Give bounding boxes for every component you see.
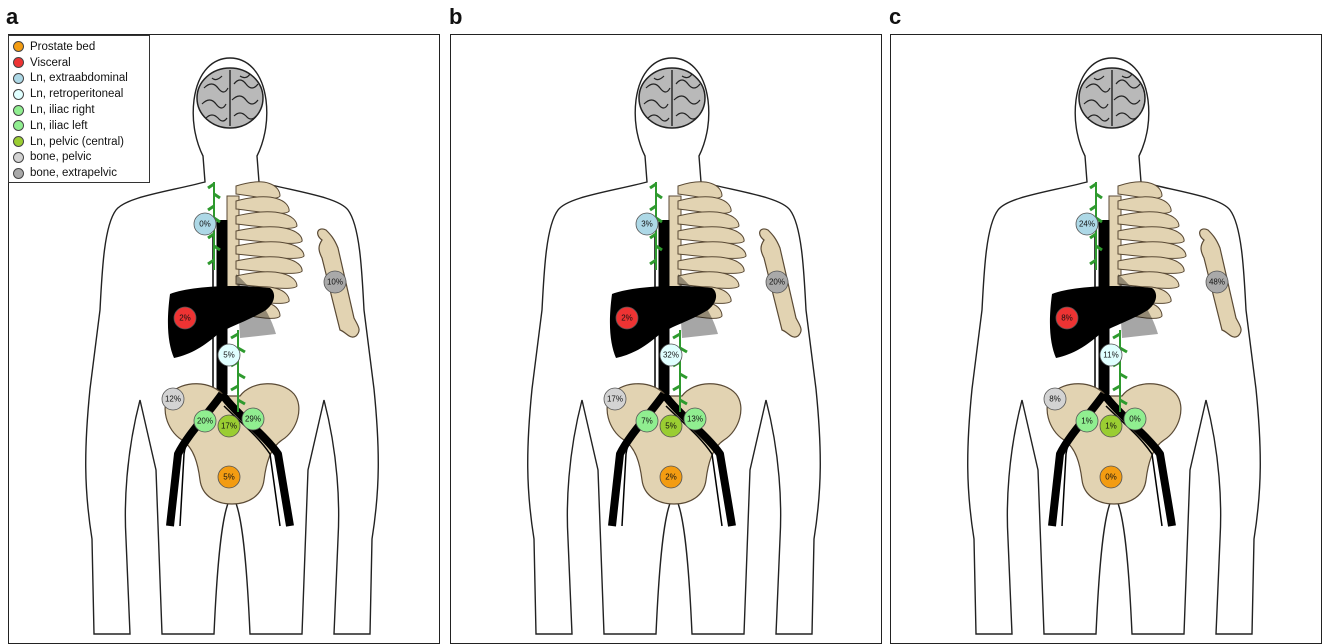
panel-b-letter: b — [449, 4, 462, 30]
ln-pelvic-central-label: 5% — [665, 422, 677, 431]
bone-pelvic-label: 17% — [607, 395, 623, 404]
ln-iliac-left-label: 29% — [245, 415, 261, 424]
prostate-bed-label: 2% — [665, 473, 677, 482]
legend-label: Ln, extraabdominal — [30, 72, 128, 84]
legend-item-prostate-bed: Prostate bed — [13, 39, 145, 55]
legend-dot — [13, 152, 24, 163]
legend-dot — [13, 120, 24, 131]
panel-c-letter: c — [889, 4, 901, 30]
prostate-bed-label: 5% — [223, 473, 235, 482]
ln-pelvic-central-label: 17% — [221, 422, 237, 431]
ln-retroperitoneal-label: 11% — [1103, 351, 1118, 360]
legend-label: bone, pelvic — [30, 151, 91, 163]
ln-iliac-left-label: 0% — [1129, 415, 1141, 424]
legend-label: Visceral — [30, 57, 71, 69]
legend-item-ln-iliac-left: Ln, iliac left — [13, 118, 145, 134]
legend-label: bone, extrapelvic — [30, 167, 117, 179]
body-diagram-b: 3% 20% 2% 32% 17% 7% 5% 13% 2% — [450, 34, 882, 638]
legend-label: Prostate bed — [30, 41, 95, 53]
bone-pelvic-label: 8% — [1049, 395, 1061, 404]
prostate-bed-label: 0% — [1105, 473, 1117, 482]
legend-label: Ln, iliac left — [30, 120, 88, 132]
legend-item-bone-extrapelvic: bone, extrapelvic — [13, 165, 145, 181]
ln-extraabdominal-label: 24% — [1079, 220, 1095, 229]
legend-item-bone-pelvic: bone, pelvic — [13, 150, 145, 166]
legend-dot — [13, 41, 24, 52]
visceral-label: 8% — [1061, 314, 1073, 323]
visceral-label: 2% — [179, 314, 191, 323]
body-diagram-c: 24% 48% 8% 11% 8% 1% 1% 0% 0% — [890, 34, 1322, 638]
bone-extrapelvic-label: 48% — [1209, 278, 1225, 287]
legend-dot — [13, 73, 24, 84]
legend-dot — [13, 89, 24, 100]
legend-item-visceral: Visceral — [13, 55, 145, 71]
legend-label: Ln, iliac right — [30, 104, 95, 116]
brain — [1079, 68, 1145, 128]
bone-extrapelvic-label: 10% — [327, 278, 343, 287]
ln-iliac-right-label: 7% — [641, 417, 653, 426]
bone-pelvic-label: 12% — [165, 395, 181, 404]
ln-retroperitoneal-label: 5% — [223, 351, 235, 360]
legend-item-ln-iliac-right: Ln, iliac right — [13, 102, 145, 118]
legend: Prostate bed Visceral Ln, extraabdominal… — [8, 35, 150, 183]
brain — [639, 68, 705, 128]
ln-extraabdominal-label: 3% — [641, 220, 653, 229]
ln-retroperitoneal-label: 32% — [663, 351, 679, 360]
legend-dot — [13, 168, 24, 179]
legend-dot — [13, 136, 24, 147]
legend-dot — [13, 105, 24, 116]
legend-item-ln-retroperitoneal: Ln, retroperitoneal — [13, 86, 145, 102]
visceral-label: 2% — [621, 314, 633, 323]
bone-extrapelvic-label: 20% — [769, 278, 785, 287]
ln-iliac-left-label: 13% — [687, 415, 703, 424]
legend-item-ln-pelvic-central: Ln, pelvic (central) — [13, 134, 145, 150]
ln-pelvic-central-label: 1% — [1105, 422, 1117, 431]
brain — [197, 68, 263, 128]
legend-label: Ln, retroperitoneal — [30, 88, 123, 100]
ln-iliac-right-label: 1% — [1081, 417, 1093, 426]
legend-label: Ln, pelvic (central) — [30, 136, 124, 148]
legend-dot — [13, 57, 24, 68]
legend-item-ln-extraabdominal: Ln, extraabdominal — [13, 71, 145, 87]
panel-a-letter: a — [6, 4, 18, 30]
ln-extraabdominal-label: 0% — [199, 220, 211, 229]
ln-iliac-right-label: 20% — [197, 417, 213, 426]
